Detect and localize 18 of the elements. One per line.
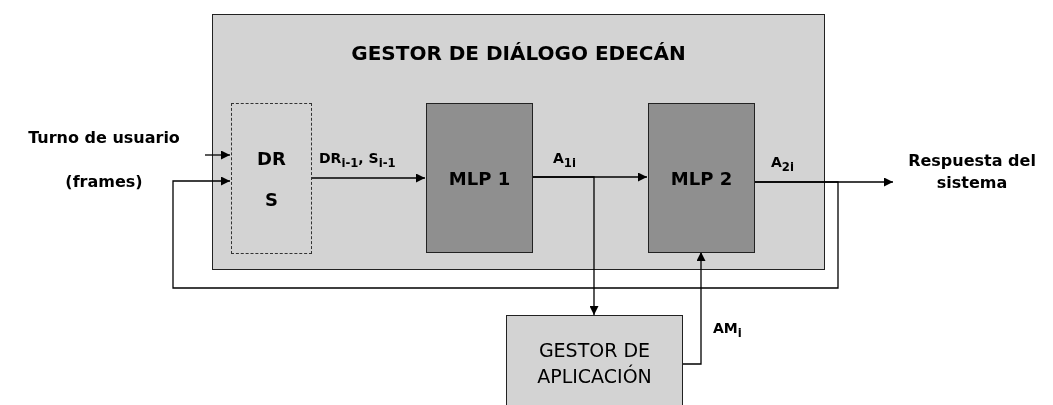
connector-arrow bbox=[204, 150, 231, 160]
connector-arrow bbox=[172, 176, 839, 289]
box-label: MLP 1 bbox=[448, 167, 511, 189]
io-label: Respuesta del sistema bbox=[893, 150, 1051, 194]
module-box bbox=[231, 103, 312, 254]
connector-arrow bbox=[531, 176, 599, 316]
module-box bbox=[648, 103, 755, 253]
box-label: GESTOR DE APLICACIÓN bbox=[536, 337, 653, 389]
panel-title: GESTOR DE DIÁLOGO EDECÁN bbox=[350, 41, 687, 65]
box-label: S bbox=[265, 188, 278, 210]
connector-arrow bbox=[682, 251, 706, 365]
module-box bbox=[506, 315, 683, 405]
box-label: DR bbox=[257, 147, 286, 169]
container-box bbox=[212, 14, 825, 270]
connector-arrow bbox=[310, 173, 426, 183]
io-label: Turno de usuario (frames) bbox=[3, 116, 205, 204]
box-label: MLP 2 bbox=[670, 167, 733, 189]
module-box bbox=[426, 103, 533, 253]
